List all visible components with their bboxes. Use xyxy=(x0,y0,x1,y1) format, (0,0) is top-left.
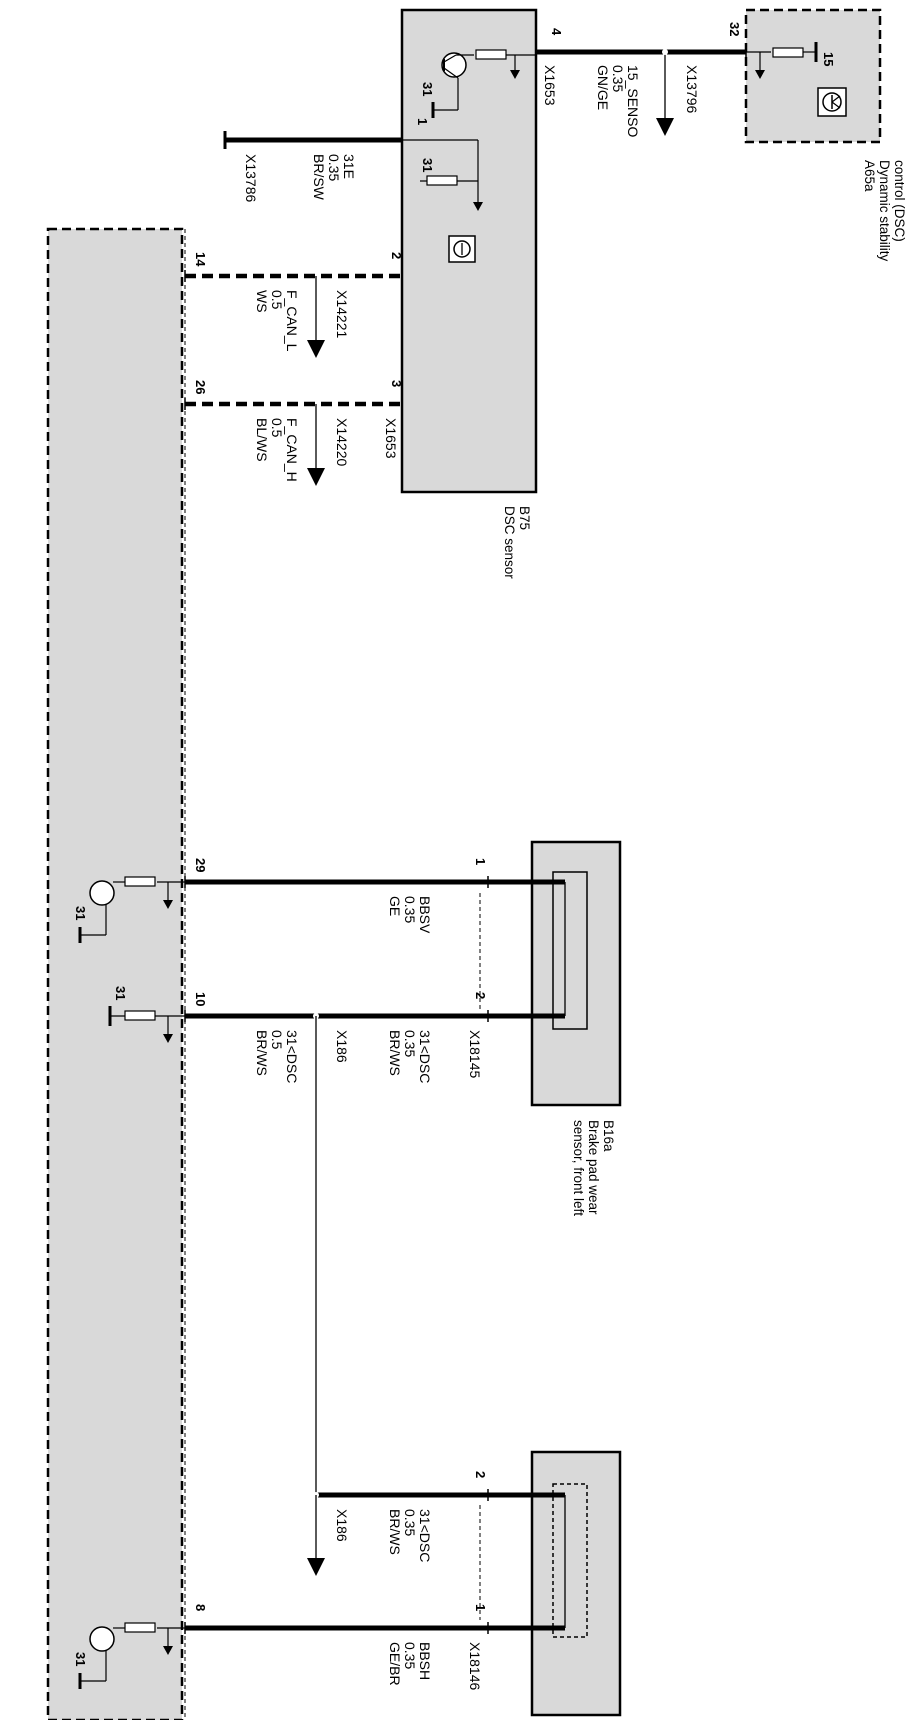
connector-x186-b: X186 xyxy=(334,1509,350,1542)
wire-31-dsc-a-color: BR/WS xyxy=(387,1030,403,1076)
a65a-id: A65a xyxy=(862,160,877,192)
wire-bbsv-size: 0.35 xyxy=(402,896,418,923)
b16a-id: B16a xyxy=(601,1120,616,1152)
b16a-block xyxy=(530,840,622,1107)
wire-bbsv-color: GE xyxy=(387,896,403,916)
connector-x1653-top: X1653 xyxy=(542,65,558,106)
wire-f-can-l-signal: F_CAN_L xyxy=(284,290,300,352)
connector-x18146: X18146 xyxy=(467,1642,483,1690)
wire-31-dsc-c-size: 0.35 xyxy=(402,1509,418,1536)
wire-bbsh-color: GE/BR xyxy=(387,1642,403,1686)
b16a-pin-1: 1 xyxy=(473,858,488,865)
wire-f-can-l-color: WS xyxy=(254,290,270,313)
connector-x18145: X18145 xyxy=(467,1030,483,1078)
wire-15-senso-color: GN/GE xyxy=(595,65,611,110)
cu-pin10-ground xyxy=(108,1006,185,1043)
x14221-arrow xyxy=(307,340,325,358)
cu-pin8-transistor xyxy=(78,1622,185,1689)
wire-31-dsc-a-signal: 31<DSC xyxy=(417,1030,433,1083)
b16b-sensor-element xyxy=(552,1483,588,1638)
wire-bbsh-signal: BBSH xyxy=(417,1642,433,1680)
b16a-sensor-element xyxy=(552,871,588,1030)
b16b-pin-2: 2 xyxy=(473,1471,488,1478)
wire-31-dsc-a-size: 0.35 xyxy=(402,1030,418,1057)
b75-pin-2: 2 xyxy=(389,252,404,259)
ground-31-cu-pin10: 31 xyxy=(113,986,128,1000)
ground-31-cu-pin29: 31 xyxy=(73,906,88,920)
control-unit-block xyxy=(46,227,184,1720)
wire-bbsh-size: 0.35 xyxy=(402,1642,418,1669)
b16a-name-line1: Brake pad wear xyxy=(586,1120,601,1215)
ground-31-b75-pin1: 31 xyxy=(420,158,435,172)
wire-31-dsc-b-size: 0.5 xyxy=(269,1030,285,1050)
wire-31e-size: 0.35 xyxy=(326,154,342,181)
cu-pin-8: 8 xyxy=(193,1604,208,1611)
x13796-arrow xyxy=(656,118,674,136)
wire-15-senso-size: 0.35 xyxy=(610,65,626,92)
wire-31-dsc-b-signal: 31<DSC xyxy=(284,1030,300,1083)
a65a-pin-32: 32 xyxy=(727,22,742,36)
b75-pin-3: 3 xyxy=(389,380,404,387)
a65a-supply-symbol xyxy=(746,42,818,79)
b16a-name-line2: sensor, front left xyxy=(571,1120,586,1216)
connector-x14221: X14221 xyxy=(334,290,350,338)
b75-ground-symbol xyxy=(402,139,483,211)
cu-pin-10: 10 xyxy=(193,992,208,1006)
wire-f-can-h-color: BL/WS xyxy=(254,418,270,462)
cu-pin-14: 14 xyxy=(193,252,208,267)
wire-f-can-h-size: 0.5 xyxy=(269,418,285,438)
wire-15-senso-signal: 15_SENSO xyxy=(625,65,641,137)
wire-f-can-l-size: 0.5 xyxy=(269,290,285,310)
wire-31e-signal: 31E xyxy=(341,154,357,179)
wire-31e-color: BR/SW xyxy=(311,154,327,201)
b16b-block xyxy=(530,1450,622,1717)
wire-f-can-h-signal: F_CAN_H xyxy=(284,418,300,482)
connector-x186-a: X186 xyxy=(334,1030,350,1063)
ground-31-b75-transistor: 31 xyxy=(420,82,435,96)
b75-pin-4: 4 xyxy=(549,28,564,36)
cu-pin-29: 29 xyxy=(193,858,208,872)
x186-arrow xyxy=(307,1558,325,1576)
b16b-pin-1: 1 xyxy=(473,1604,488,1611)
ground-31-cu-pin8: 31 xyxy=(73,1652,88,1666)
wire-31-dsc-c-signal: 31<DSC xyxy=(417,1509,433,1562)
a65a-block xyxy=(744,8,882,144)
wire-bbsv-signal: BBSV xyxy=(417,896,433,934)
connector-x14220: X14220 xyxy=(334,418,350,466)
cu-pin-26: 26 xyxy=(193,380,208,394)
connector-x13786: X13786 xyxy=(243,154,259,202)
cu-pin29-transistor xyxy=(78,876,185,943)
b75-transistor-symbol xyxy=(431,49,536,118)
b16a-pin-2: 2 xyxy=(473,992,488,999)
wire-31-dsc-c-color: BR/WS xyxy=(387,1509,403,1555)
supply-15-label: 15 xyxy=(821,52,836,66)
a65a-name-line1: Dynamic stability xyxy=(877,160,892,262)
a65a-name-line2: control (DSC) xyxy=(892,160,907,242)
connector-x13796: X13796 xyxy=(684,65,700,113)
b75-name: DSC sensor xyxy=(502,506,517,579)
wire-31-dsc-b-color: BR/WS xyxy=(254,1030,270,1076)
b75-pin-1: 1 xyxy=(415,118,430,125)
b75-id: B75 xyxy=(517,506,532,530)
connector-x1653-bottom: X1653 xyxy=(383,418,399,459)
x14220-arrow xyxy=(307,468,325,486)
